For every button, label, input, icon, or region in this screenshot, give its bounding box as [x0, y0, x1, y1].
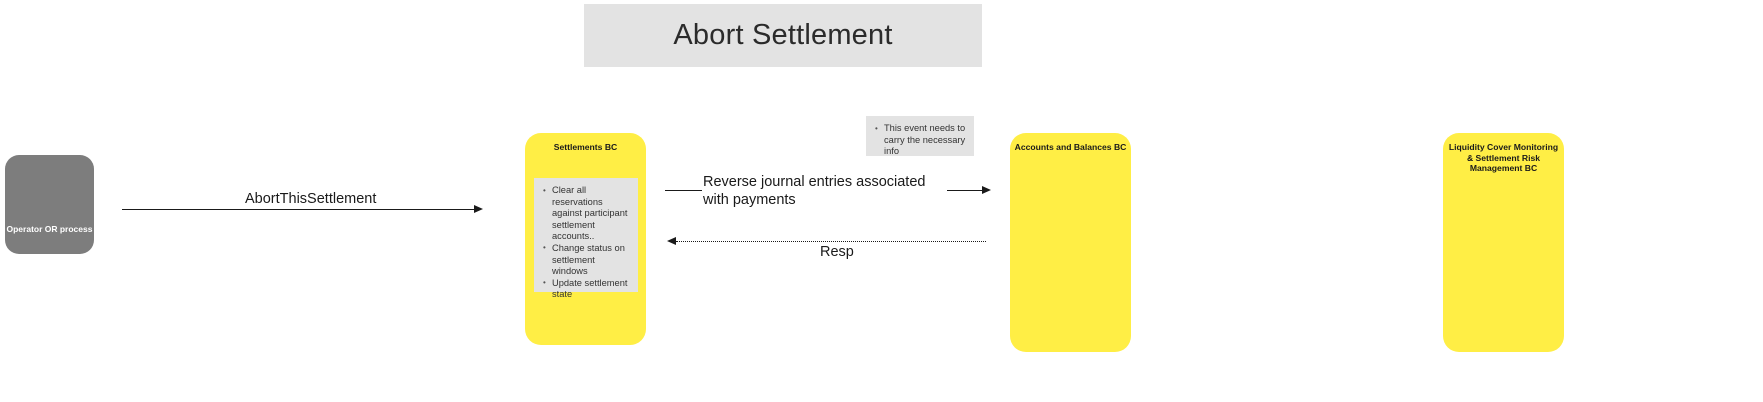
- participant-label: Settlements BC: [553, 142, 618, 152]
- note-bullet-item: Clear all reservations against participa…: [543, 185, 630, 243]
- participant-liquidity-cover-monitoring-bc[interactable]: Liquidity Cover Monitoring & Settlement …: [1443, 133, 1564, 352]
- participant-operator-or-process[interactable]: Operator OR process: [5, 155, 94, 254]
- participant-label: Accounts and Balances BC: [1014, 142, 1127, 152]
- note-bullet-list: This event needs to carry the necessary …: [871, 123, 966, 158]
- message-label-resp: Resp: [820, 244, 854, 260]
- message-label-reverse-journal-entries: Reverse journal entries associated with …: [703, 174, 926, 208]
- page-title: Abort Settlement: [673, 19, 893, 51]
- participant-label: Operator OR process: [6, 224, 93, 235]
- message-line-reverse-journal-entries-right: [947, 190, 982, 191]
- message-arrowhead-resp: [667, 237, 676, 245]
- note-bullet-list: Clear all reservations against participa…: [539, 185, 630, 301]
- note-bullet-item: Update settlement state: [543, 277, 630, 301]
- note-event-info: This event needs to carry the necessary …: [866, 116, 974, 156]
- participant-accounts-and-balances-bc[interactable]: Accounts and Balances BC: [1010, 133, 1131, 352]
- message-line-abort-this-settlement: [122, 209, 474, 210]
- message-arrowhead-reverse-journal-entries: [982, 186, 991, 194]
- message-label-abort-this-settlement: AbortThisSettlement: [245, 191, 377, 207]
- participant-label: Liquidity Cover Monitoring & Settlement …: [1448, 142, 1559, 174]
- note-bullet-item: Change status on settlement windows: [543, 242, 630, 278]
- note-settlements-actions: Clear all reservations against participa…: [534, 178, 638, 299]
- diagram-title-banner: Abort Settlement: [584, 4, 982, 67]
- note-bullet-item: This event needs to carry the necessary …: [875, 123, 966, 158]
- message-line-reverse-journal-entries-left: [665, 190, 702, 191]
- message-line-resp: [676, 241, 986, 242]
- message-arrowhead-abort-this-settlement: [474, 205, 483, 213]
